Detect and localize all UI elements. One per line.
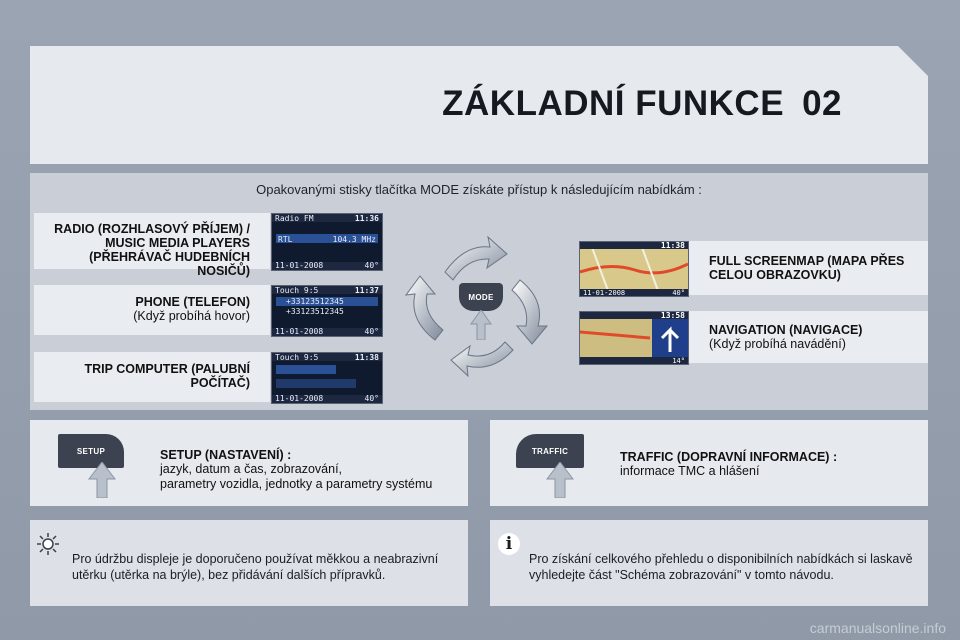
info-note-text: Pro získání celkového přehledu o disponi… (529, 552, 913, 582)
radio-screen-thumbnail: Radio FM 11:36 RTL 104.3 MHz 11-01-2008 … (271, 213, 383, 271)
maintenance-note-text: Pro údržbu displeje je doporučeno použív… (72, 552, 439, 582)
mode-row-trip (34, 352, 270, 402)
chapter-number: 02 (802, 84, 842, 123)
header-panel: ZÁKLADNÍ FUNKCE 02 (30, 46, 928, 164)
navigation-subtitle: (Když probíhá navádění) (709, 337, 846, 351)
navigation-label: NAVIGATION (NAVIGACE) (Když probíhá navá… (709, 323, 924, 351)
mode-row-radio (34, 213, 270, 269)
sun-icon (37, 533, 59, 555)
setup-press-arrow-icon (88, 462, 116, 498)
page-title: ZÁKLADNÍ FUNKCE 02 (442, 84, 842, 124)
phone-subtitle: (Když probíhá hovor) (133, 309, 250, 323)
traffic-button-label: TRAFFIC (531, 446, 569, 456)
setup-title: SETUP (NASTAVENÍ) : (160, 448, 292, 462)
phone-label: PHONE (TELEFON) (Když probíhá hovor) (34, 295, 250, 323)
traffic-button[interactable]: TRAFFIC (516, 434, 584, 468)
fullmap-screen-thumbnail: 11:38 11-01-2008 40° (579, 241, 689, 297)
setup-button-label: SETUP (76, 446, 106, 456)
phone-screen-thumbnail: Touch 9:5 11:37 +33123512345 +3312351234… (271, 285, 383, 337)
info-icon: i (498, 533, 520, 555)
traffic-press-arrow-icon (546, 462, 574, 498)
mode-button-label: MODE (468, 292, 494, 302)
traffic-description: TRAFFIC (DOPRAVNÍ INFORMACE) : informace… (620, 450, 920, 479)
maintenance-note (30, 520, 468, 606)
info-note (490, 520, 928, 606)
mode-row-fullmap (688, 241, 928, 295)
mode-row-phone (34, 285, 270, 335)
watermark: carmanualsonline.info (809, 620, 946, 636)
mode-button[interactable]: MODE (459, 283, 503, 311)
setup-button[interactable]: SETUP (58, 434, 124, 468)
navigation-screen-thumbnail: 13:58 14° (579, 311, 689, 365)
setup-description: SETUP (NASTAVENÍ) : jazyk, datum a čas, … (160, 448, 460, 492)
fullmap-label: FULL SCREENMAP (MAPA PŘES CELOU OBRAZOVK… (709, 254, 905, 282)
traffic-title: TRAFFIC (DOPRAVNÍ INFORMACE) : (620, 450, 838, 464)
trip-screen-thumbnail: Touch 9:5 11:38 11-01-2008 40° (271, 352, 383, 404)
press-arrow-icon (470, 310, 492, 340)
mode-cycle-arrows (404, 235, 549, 378)
mode-row-navigation (688, 311, 928, 363)
trip-label: TRIP COMPUTER (PALUBNÍ POČÍTAČ) (84, 362, 250, 390)
radio-label: RADIO (ROZHLASOVÝ PŘÍJEM) / MUSIC MEDIA … (54, 222, 250, 278)
title-text: ZÁKLADNÍ FUNKCE (442, 84, 785, 123)
intro-text: Opakovanými stisky tlačítka MODE získáte… (256, 182, 702, 197)
